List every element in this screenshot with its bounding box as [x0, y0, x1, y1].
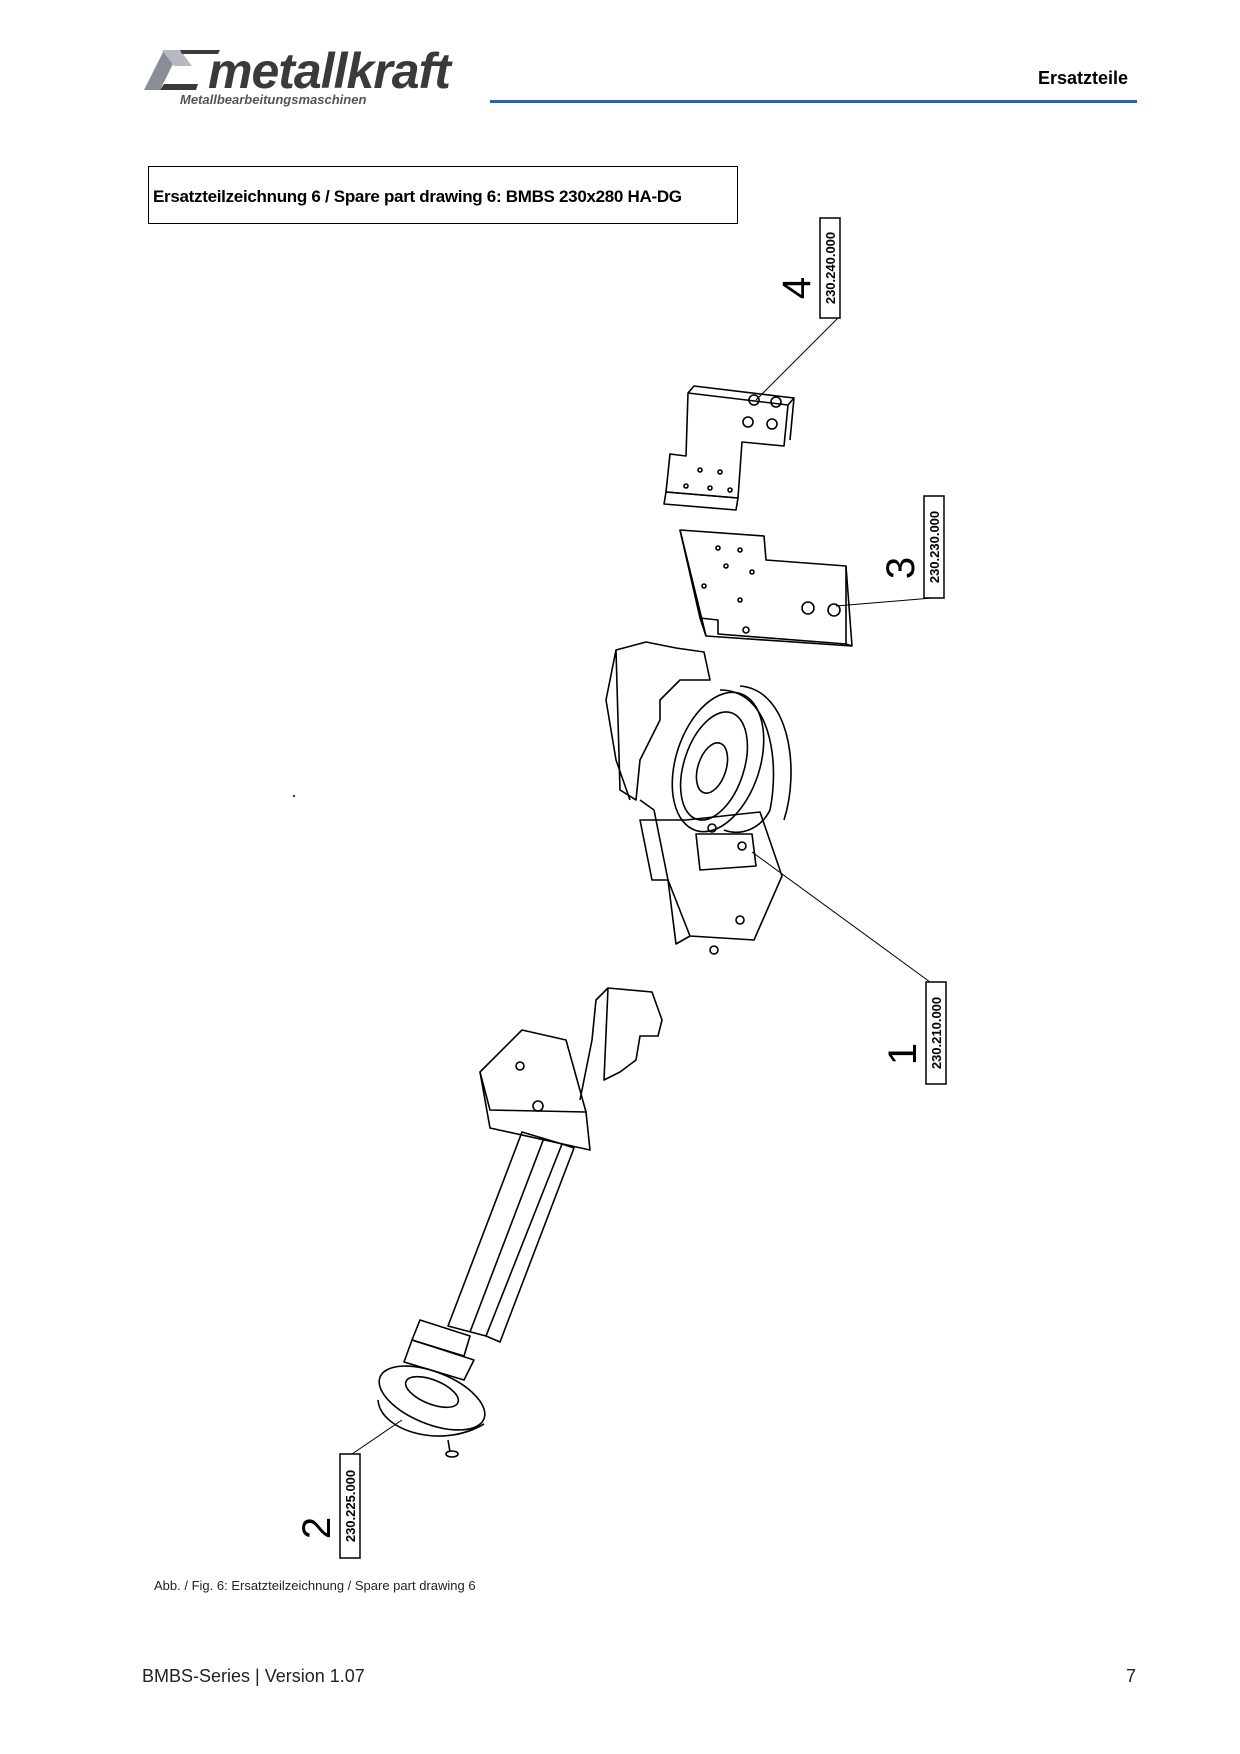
- drawing-title: Ersatzteilzeichnung 6 / Spare part drawi…: [153, 187, 682, 206]
- brand-logo: metallkraft Metallbearbeitungsmaschinen: [140, 43, 480, 114]
- callout-1: 230.210.000 1: [881, 981, 947, 1085]
- leader-line-3: [835, 597, 933, 607]
- part-4-clamp-plate: [663, 385, 795, 511]
- callout-3: 230.230.000 3: [879, 495, 945, 599]
- logo-mark-icon: [144, 50, 220, 90]
- header-divider: [490, 100, 1137, 103]
- callout-1-number: 1: [881, 1043, 925, 1065]
- leader-line-4: [755, 317, 839, 401]
- callout-3-number: 3: [879, 557, 923, 579]
- figure-caption: Abb. / Fig. 6: Ersatzteilzeichnung / Spa…: [154, 1578, 476, 1593]
- footer-series: BMBS-Series | Version 1.07: [142, 1666, 365, 1686]
- part-1-bow-housing: [605, 641, 792, 955]
- leader-line-1: [751, 851, 931, 983]
- leader-line-2: [351, 1419, 403, 1455]
- brand-subtitle: Metallbearbeitungsmaschinen: [180, 92, 367, 107]
- drawing-title-box: Ersatzteilzeichnung 6 / Spare part drawi…: [148, 166, 738, 224]
- brand-name: metallkraft: [208, 43, 451, 99]
- callout-4: 230.240.000 4: [775, 217, 841, 319]
- callout-2: 230.225.000 2: [295, 1453, 361, 1559]
- stray-dot: [293, 795, 295, 797]
- section-title: Ersatzteile: [1037, 68, 1128, 88]
- page-number: 7: [1125, 1666, 1136, 1686]
- part-2-column: [377, 987, 663, 1458]
- callout-4-number: 4: [775, 277, 819, 299]
- callout-2-number: 2: [295, 1517, 339, 1539]
- callout-3-code: 230.230.000: [927, 511, 942, 583]
- part-3-sliding-plate: [679, 529, 853, 647]
- callout-2-code: 230.225.000: [343, 1470, 358, 1542]
- callout-4-code: 230.240.000: [823, 232, 838, 304]
- callout-1-code: 230.210.000: [929, 997, 944, 1069]
